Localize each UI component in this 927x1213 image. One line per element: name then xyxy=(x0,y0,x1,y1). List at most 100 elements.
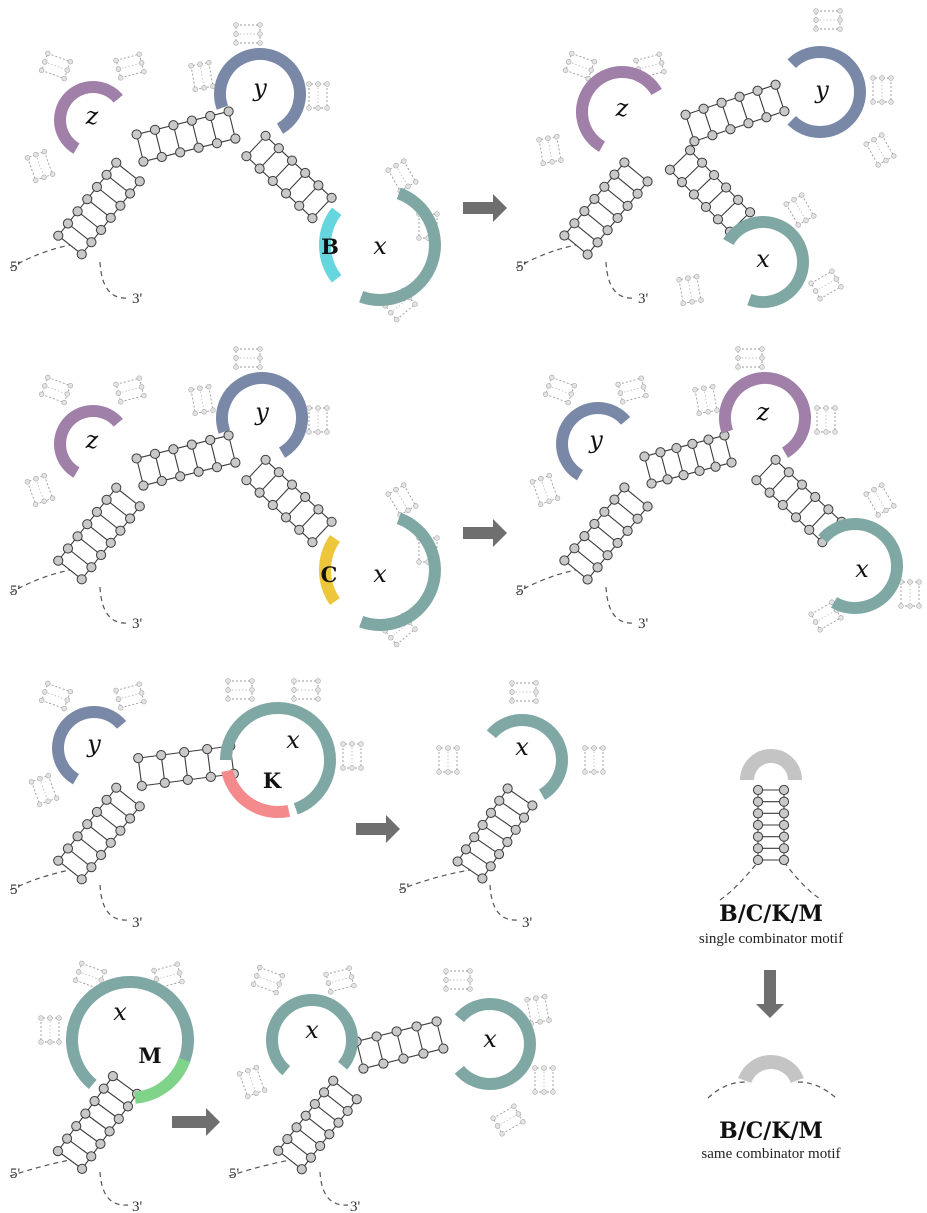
nucleotide-bead xyxy=(223,430,234,441)
ghost-rung xyxy=(395,165,409,187)
nucleotide-bead xyxy=(115,525,126,536)
ghost-bead xyxy=(416,559,422,565)
ghost-kissing-pair xyxy=(676,273,704,307)
ghost-bead xyxy=(643,392,649,399)
ghost-bead xyxy=(529,479,536,485)
ghost-bead xyxy=(254,973,260,979)
ghost-kissing-pair xyxy=(529,472,561,508)
ghost-bead xyxy=(568,391,574,397)
nucleotide-bead xyxy=(267,499,278,511)
ghost-rung xyxy=(44,691,68,701)
nucleotide-bead xyxy=(609,494,620,505)
ghost-bead xyxy=(76,969,82,975)
loop-x-arc xyxy=(359,512,441,631)
ghost-bead xyxy=(138,384,145,390)
ghost-bead xyxy=(550,1065,556,1071)
ghost-bead xyxy=(56,1015,62,1021)
five-prime-strand xyxy=(9,569,71,594)
nucleotide-bead xyxy=(398,1053,409,1064)
nucleotide-bead xyxy=(743,118,754,129)
nucleotide-bead xyxy=(716,97,727,108)
ghost-bead xyxy=(436,745,442,751)
loop-x-label: x xyxy=(515,733,529,761)
nucleotide-bead xyxy=(133,753,144,764)
nucleotide-bead xyxy=(98,1083,109,1094)
nucleotide-bead xyxy=(86,562,97,573)
three-prime-label: 3' xyxy=(132,291,143,307)
ghost-rung xyxy=(873,139,887,161)
ghost-bead xyxy=(324,405,330,411)
ghost-bead xyxy=(358,741,364,747)
nucleotide-bead xyxy=(642,501,653,512)
ghost-bead xyxy=(118,705,124,711)
ghost-bead xyxy=(554,495,561,501)
ghost-bead xyxy=(324,81,330,87)
ghost-bead xyxy=(916,603,922,609)
ghost-bead xyxy=(136,681,142,687)
stem xyxy=(241,130,337,224)
ghost-bead xyxy=(542,993,548,1000)
five-prime-label: 5' xyxy=(399,881,410,897)
loop-x-left-label: x xyxy=(305,1016,319,1044)
nucleotide-bead xyxy=(582,249,593,260)
nucleotide-bead xyxy=(589,518,600,530)
ghost-bead xyxy=(349,765,355,771)
five-prime-strand xyxy=(9,244,71,269)
loop-x-arc xyxy=(359,187,441,306)
nucleotide-bead xyxy=(113,1113,124,1124)
loop-y-arc xyxy=(216,372,308,458)
loop-y-arc xyxy=(214,48,306,134)
ghost-bead xyxy=(118,399,124,405)
ghost-bead xyxy=(520,1119,526,1125)
nucleotide-bead xyxy=(53,230,64,241)
ghost-bead xyxy=(253,1090,259,1096)
ghost-bead xyxy=(245,1068,251,1074)
ghost-kissing-pair xyxy=(306,81,330,111)
ghost-bead xyxy=(45,50,51,57)
ghost-kissing-pair xyxy=(188,59,216,93)
nucleotide-bead xyxy=(599,506,610,517)
ghost-bead xyxy=(32,177,39,184)
nucleotide-bead xyxy=(307,213,318,224)
nucleotide-bead xyxy=(273,1145,284,1156)
ghost-bead xyxy=(600,745,606,751)
ghost-bead xyxy=(445,769,451,775)
nucleotide-bead xyxy=(752,784,764,796)
nucleotide-bead xyxy=(76,574,87,585)
ghost-bead xyxy=(875,162,881,168)
ghost-bead xyxy=(888,75,894,81)
ghost-bead xyxy=(393,162,399,169)
nucleotide-bead xyxy=(703,434,714,445)
nucleotide-bead xyxy=(138,480,149,491)
nucleotide-bead xyxy=(260,454,271,465)
ghost-bead xyxy=(499,1131,505,1137)
ghost-bead xyxy=(141,68,147,75)
five-prime-strand xyxy=(398,869,471,891)
loop-y-label: y xyxy=(814,76,829,104)
nucleotide-bead xyxy=(391,1026,402,1037)
nucleotide-bead xyxy=(111,157,122,168)
nucleotide-bead xyxy=(777,499,788,511)
ghost-bead xyxy=(101,968,108,975)
ghost-bead xyxy=(176,970,183,976)
nucleotide-bead xyxy=(559,555,570,566)
ghost-bead xyxy=(538,476,544,482)
ghost-kissing-pair xyxy=(38,374,74,406)
ghost-bead xyxy=(115,66,122,72)
nucleotide-bead xyxy=(273,467,284,478)
nucleotide-bead xyxy=(609,169,620,180)
ghost-bead xyxy=(206,59,212,66)
nucleotide-bead xyxy=(76,874,87,885)
ghost-bead xyxy=(67,688,74,695)
nucleotide-bead xyxy=(80,1108,91,1119)
nucleotide-bead xyxy=(241,151,252,162)
ghost-bead xyxy=(257,40,263,46)
five-prime-strand xyxy=(515,244,577,269)
nucleotide-bead xyxy=(115,200,126,211)
nucleotide-bead xyxy=(193,142,204,153)
ghost-bead xyxy=(494,1123,501,1129)
ghost-bead xyxy=(233,40,239,46)
nucleotide-bead xyxy=(778,843,790,854)
ghost-kissing-pair xyxy=(863,132,897,168)
nucleotide-bead xyxy=(82,819,93,830)
